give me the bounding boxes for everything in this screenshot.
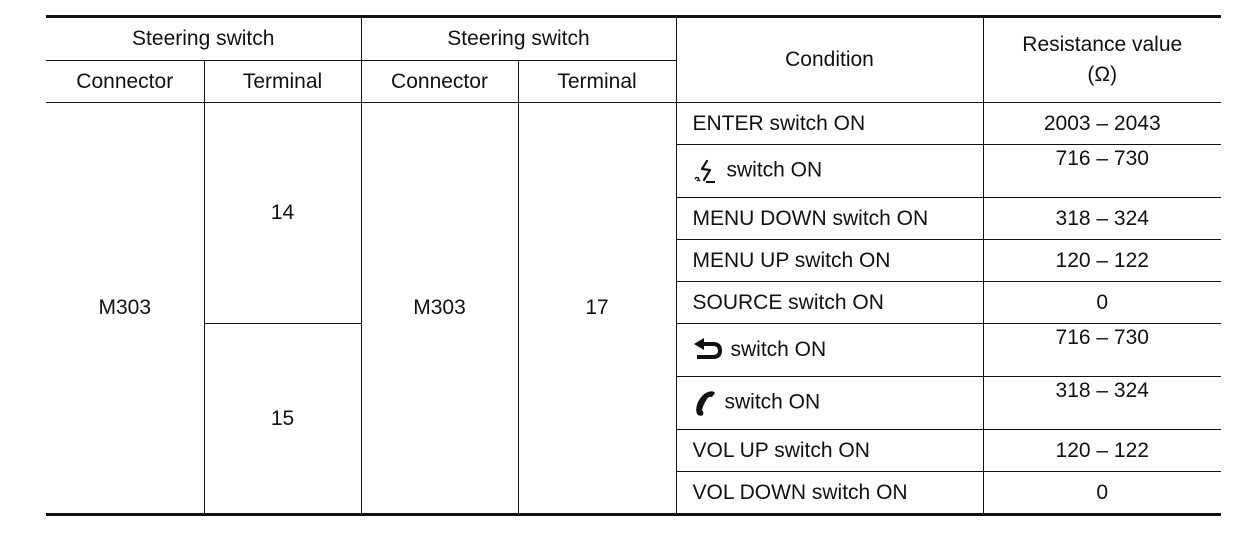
terminal-cell-17: 17: [517, 102, 677, 515]
resistance-header-label: Resistance value: [1022, 33, 1183, 56]
table-row: 15 switch ON 716 – 730: [46, 323, 1221, 515]
condition-cell: switch ON: [676, 376, 984, 430]
back-arrow-icon: [693, 338, 723, 362]
table-row: SOURCE switch ON 0: [46, 281, 1221, 324]
phone-handset-icon: [693, 389, 717, 417]
condition-label: switch ON: [726, 158, 823, 182]
condition-label: switch ON: [730, 337, 827, 361]
terminal-cell-15: 15: [204, 323, 362, 515]
table-row: MENU UP switch ON 120 – 122: [46, 239, 1221, 282]
table-row: VOL UP switch ON 120 – 122: [46, 429, 1221, 472]
terminal-header-1: Terminal: [203, 60, 362, 103]
connector-cell-1: M303: [46, 102, 205, 515]
resistance-cell: 120 – 122: [982, 429, 1221, 472]
condition-cell: ENTER switch ON: [675, 102, 984, 145]
condition-cell: SOURCE switch ON: [676, 281, 984, 324]
connector-header-1: Connector: [46, 60, 205, 103]
resistance-cell: 716 – 730: [982, 323, 1221, 377]
resistance-spec-table: Steering switch Steering switch Conditio…: [46, 15, 1221, 516]
condition-cell: switch ON: [676, 144, 984, 198]
table-row: M303 14 M303 17 ENTER switch ON 2003 – 2…: [46, 102, 1221, 515]
resistance-cell: 2003 – 2043: [982, 102, 1221, 145]
terminal-header-2: Terminal: [517, 60, 676, 103]
group-header-steering-switch-1: Steering switch: [46, 16, 362, 61]
condition-header: Condition: [675, 16, 984, 103]
condition-cell: VOL UP switch ON: [676, 429, 984, 472]
table-row: VOL DOWN switch ON 0: [46, 471, 1221, 515]
resistance-cell: 318 – 324: [982, 197, 1221, 240]
header-row-1: Steering switch Steering switch Conditio…: [46, 16, 1221, 103]
voice-recognition-icon: [693, 158, 719, 184]
group-header-steering-switch-2: Steering switch: [360, 16, 677, 61]
condition-cell: MENU DOWN switch ON: [676, 197, 984, 240]
resistance-cell: 716 – 730: [982, 144, 1221, 198]
condition-cell: switch ON: [675, 323, 984, 377]
connector-header-2: Connector: [360, 60, 519, 103]
table-row: switch ON 716 – 730: [46, 144, 1221, 198]
resistance-cell: 0: [982, 471, 1221, 515]
condition-cell: VOL DOWN switch ON: [676, 471, 984, 515]
resistance-cell: 318 – 324: [982, 376, 1221, 430]
terminal-cell-14: 14: [203, 102, 362, 324]
resistance-header-unit: (Ω): [1087, 63, 1118, 86]
condition-label: switch ON: [724, 390, 821, 414]
connector-cell-2: M303: [360, 102, 519, 515]
resistance-cell: 0: [982, 281, 1221, 324]
condition-cell: MENU UP switch ON: [676, 239, 984, 282]
resistance-header: Resistance value (Ω): [982, 16, 1221, 103]
table-row: switch ON 318 – 324: [46, 376, 1221, 430]
resistance-cell: 120 – 122: [982, 239, 1221, 282]
